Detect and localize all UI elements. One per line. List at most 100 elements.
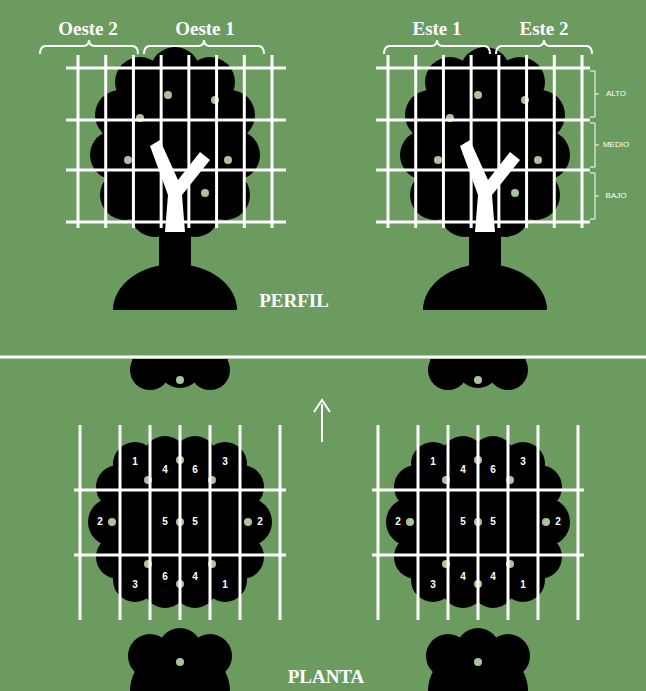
height-label: BAJO <box>606 192 627 200</box>
view-title: PERFIL <box>259 291 329 310</box>
sector-number: 5 <box>490 517 496 527</box>
grid-line <box>104 55 107 228</box>
fruit-dot <box>511 189 519 197</box>
sector-number: 2 <box>555 517 561 527</box>
grid-line <box>179 425 182 620</box>
section-label: Este 2 <box>519 19 568 38</box>
profile-tree <box>376 47 590 310</box>
grid-line <box>79 425 82 620</box>
fruit-dot <box>244 518 252 526</box>
sector-number: 3 <box>222 457 228 467</box>
grid-line <box>376 67 590 70</box>
trunk-dot <box>474 376 482 384</box>
sector-number: 3 <box>132 580 138 590</box>
fruit-dot <box>201 189 209 197</box>
grid-line <box>66 119 286 122</box>
brace <box>384 40 490 54</box>
grid-line <box>387 55 390 228</box>
grid-line <box>209 425 212 620</box>
direction-arrow <box>321 404 323 442</box>
sector-number: 2 <box>97 517 103 527</box>
sector-number: 4 <box>162 465 168 475</box>
height-bracket <box>590 173 599 219</box>
brace <box>496 40 592 54</box>
fruit-dot <box>542 518 550 526</box>
grid-line <box>525 55 528 228</box>
trunk-dot <box>474 658 482 666</box>
fruit-dot <box>124 156 132 164</box>
crown-lobe <box>522 498 570 546</box>
crown-lobe <box>190 359 230 390</box>
grid-line <box>119 425 122 620</box>
view-title: PLANTA <box>288 667 365 686</box>
brace <box>144 40 264 54</box>
grid-line <box>271 55 274 228</box>
plan-tree <box>74 359 286 691</box>
section-divider <box>0 356 646 359</box>
sector-number: 4 <box>490 572 496 582</box>
brace <box>40 40 138 54</box>
trunk-dot <box>176 658 184 666</box>
sector-number: 6 <box>490 465 496 475</box>
fruit-dot <box>406 518 414 526</box>
grid-line <box>187 55 190 228</box>
grid-line <box>372 554 584 557</box>
grid-line <box>160 55 163 228</box>
sector-number: 1 <box>222 580 228 590</box>
grid-line <box>149 425 152 620</box>
grid-line <box>372 489 584 492</box>
sector-number: 1 <box>520 580 526 590</box>
grid-line <box>377 425 380 620</box>
trunk-dot <box>176 376 184 384</box>
crown-lobe <box>88 498 136 546</box>
grid-line <box>477 425 480 620</box>
grid-line <box>376 221 590 224</box>
fruit-dot <box>534 156 542 164</box>
sector-number: 3 <box>430 580 436 590</box>
sector-number: 5 <box>192 517 198 527</box>
sector-number: 6 <box>162 572 168 582</box>
height-label: MEDIO <box>603 141 629 149</box>
height-bracket <box>590 71 599 117</box>
grid-line <box>279 425 282 620</box>
trunk <box>150 140 210 232</box>
height-label: ALTO <box>606 90 626 98</box>
grid-line <box>417 425 420 620</box>
crown-lobe <box>488 359 528 390</box>
grid-line <box>74 489 286 492</box>
sector-number: 4 <box>460 465 466 475</box>
section-label: Oeste 1 <box>175 19 235 38</box>
grid-line <box>243 55 246 228</box>
crown-lobe <box>486 634 530 678</box>
grid-line <box>239 425 242 620</box>
crown-lobe <box>188 634 232 678</box>
sector-number: 2 <box>395 517 401 527</box>
grid-line <box>581 55 584 228</box>
crown-lobe <box>386 498 434 546</box>
section-label: Oeste 2 <box>58 19 118 38</box>
height-bracket <box>590 123 599 167</box>
fruit-dot <box>224 156 232 164</box>
grid-line <box>447 425 450 620</box>
grid-line <box>66 67 286 70</box>
grid-line <box>66 169 286 172</box>
sector-number: 1 <box>132 457 138 467</box>
arrow-head <box>314 400 330 412</box>
section-label: Este 1 <box>412 19 461 38</box>
grid-line <box>77 55 80 228</box>
grid-line <box>66 221 286 224</box>
grid-line <box>215 55 218 228</box>
grid-line <box>497 55 500 228</box>
sector-number: 6 <box>192 465 198 475</box>
plan-tree <box>372 359 584 691</box>
grid-line <box>376 119 590 122</box>
sector-number: 2 <box>257 517 263 527</box>
grid-line <box>132 55 135 228</box>
grid-line <box>470 55 473 228</box>
fruit-dot <box>108 518 116 526</box>
sector-number: 3 <box>520 457 526 467</box>
grid-line <box>376 169 590 172</box>
grid-line <box>414 55 417 228</box>
